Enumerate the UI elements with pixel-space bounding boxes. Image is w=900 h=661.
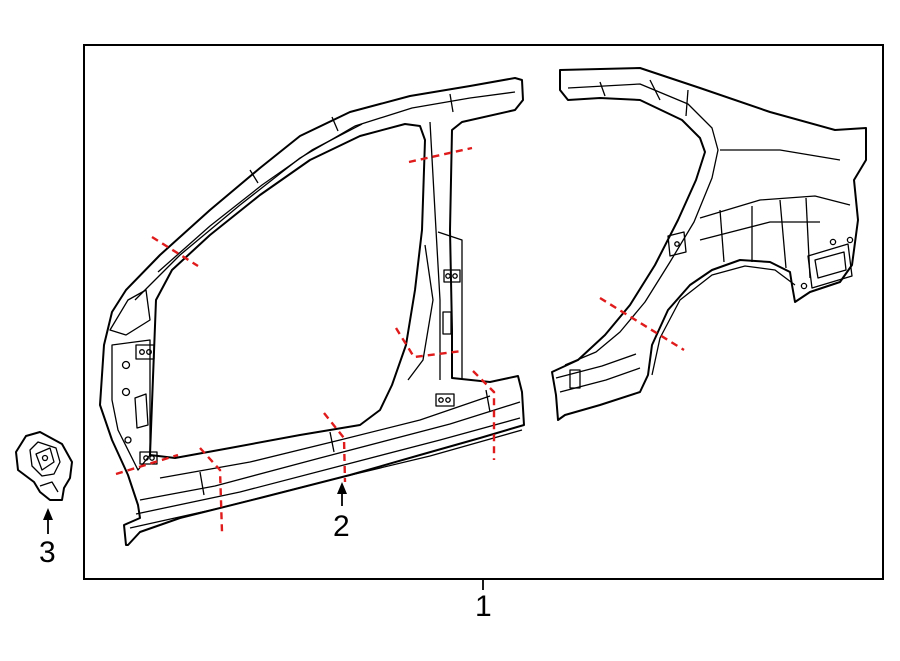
part-3-bracket[interactable] (15, 431, 73, 501)
cut-line-b-pillar-lower (394, 327, 463, 359)
cut-line-quarter-panel (599, 296, 685, 352)
front-body-side-panel[interactable] (99, 77, 525, 546)
arrow-head-2 (337, 482, 347, 494)
cut-line-roof-b-pillar (408, 146, 473, 164)
cut-line-b-pillar-base (472, 370, 496, 460)
cut-line-a-pillar-base (115, 453, 179, 476)
cut-lines (115, 146, 685, 533)
cut-line-sill-front (199, 447, 224, 533)
leader-lines (43, 482, 484, 590)
callout-3: 3 (39, 536, 56, 569)
cut-line-sill-center (323, 412, 347, 483)
rear-quarter-panel[interactable] (551, 67, 867, 421)
callout-1: 1 (475, 590, 492, 623)
cut-line-roof-front (151, 235, 199, 268)
callout-2: 2 (333, 510, 350, 543)
assembly-frame (83, 44, 884, 580)
arrow-head-3 (43, 508, 53, 520)
